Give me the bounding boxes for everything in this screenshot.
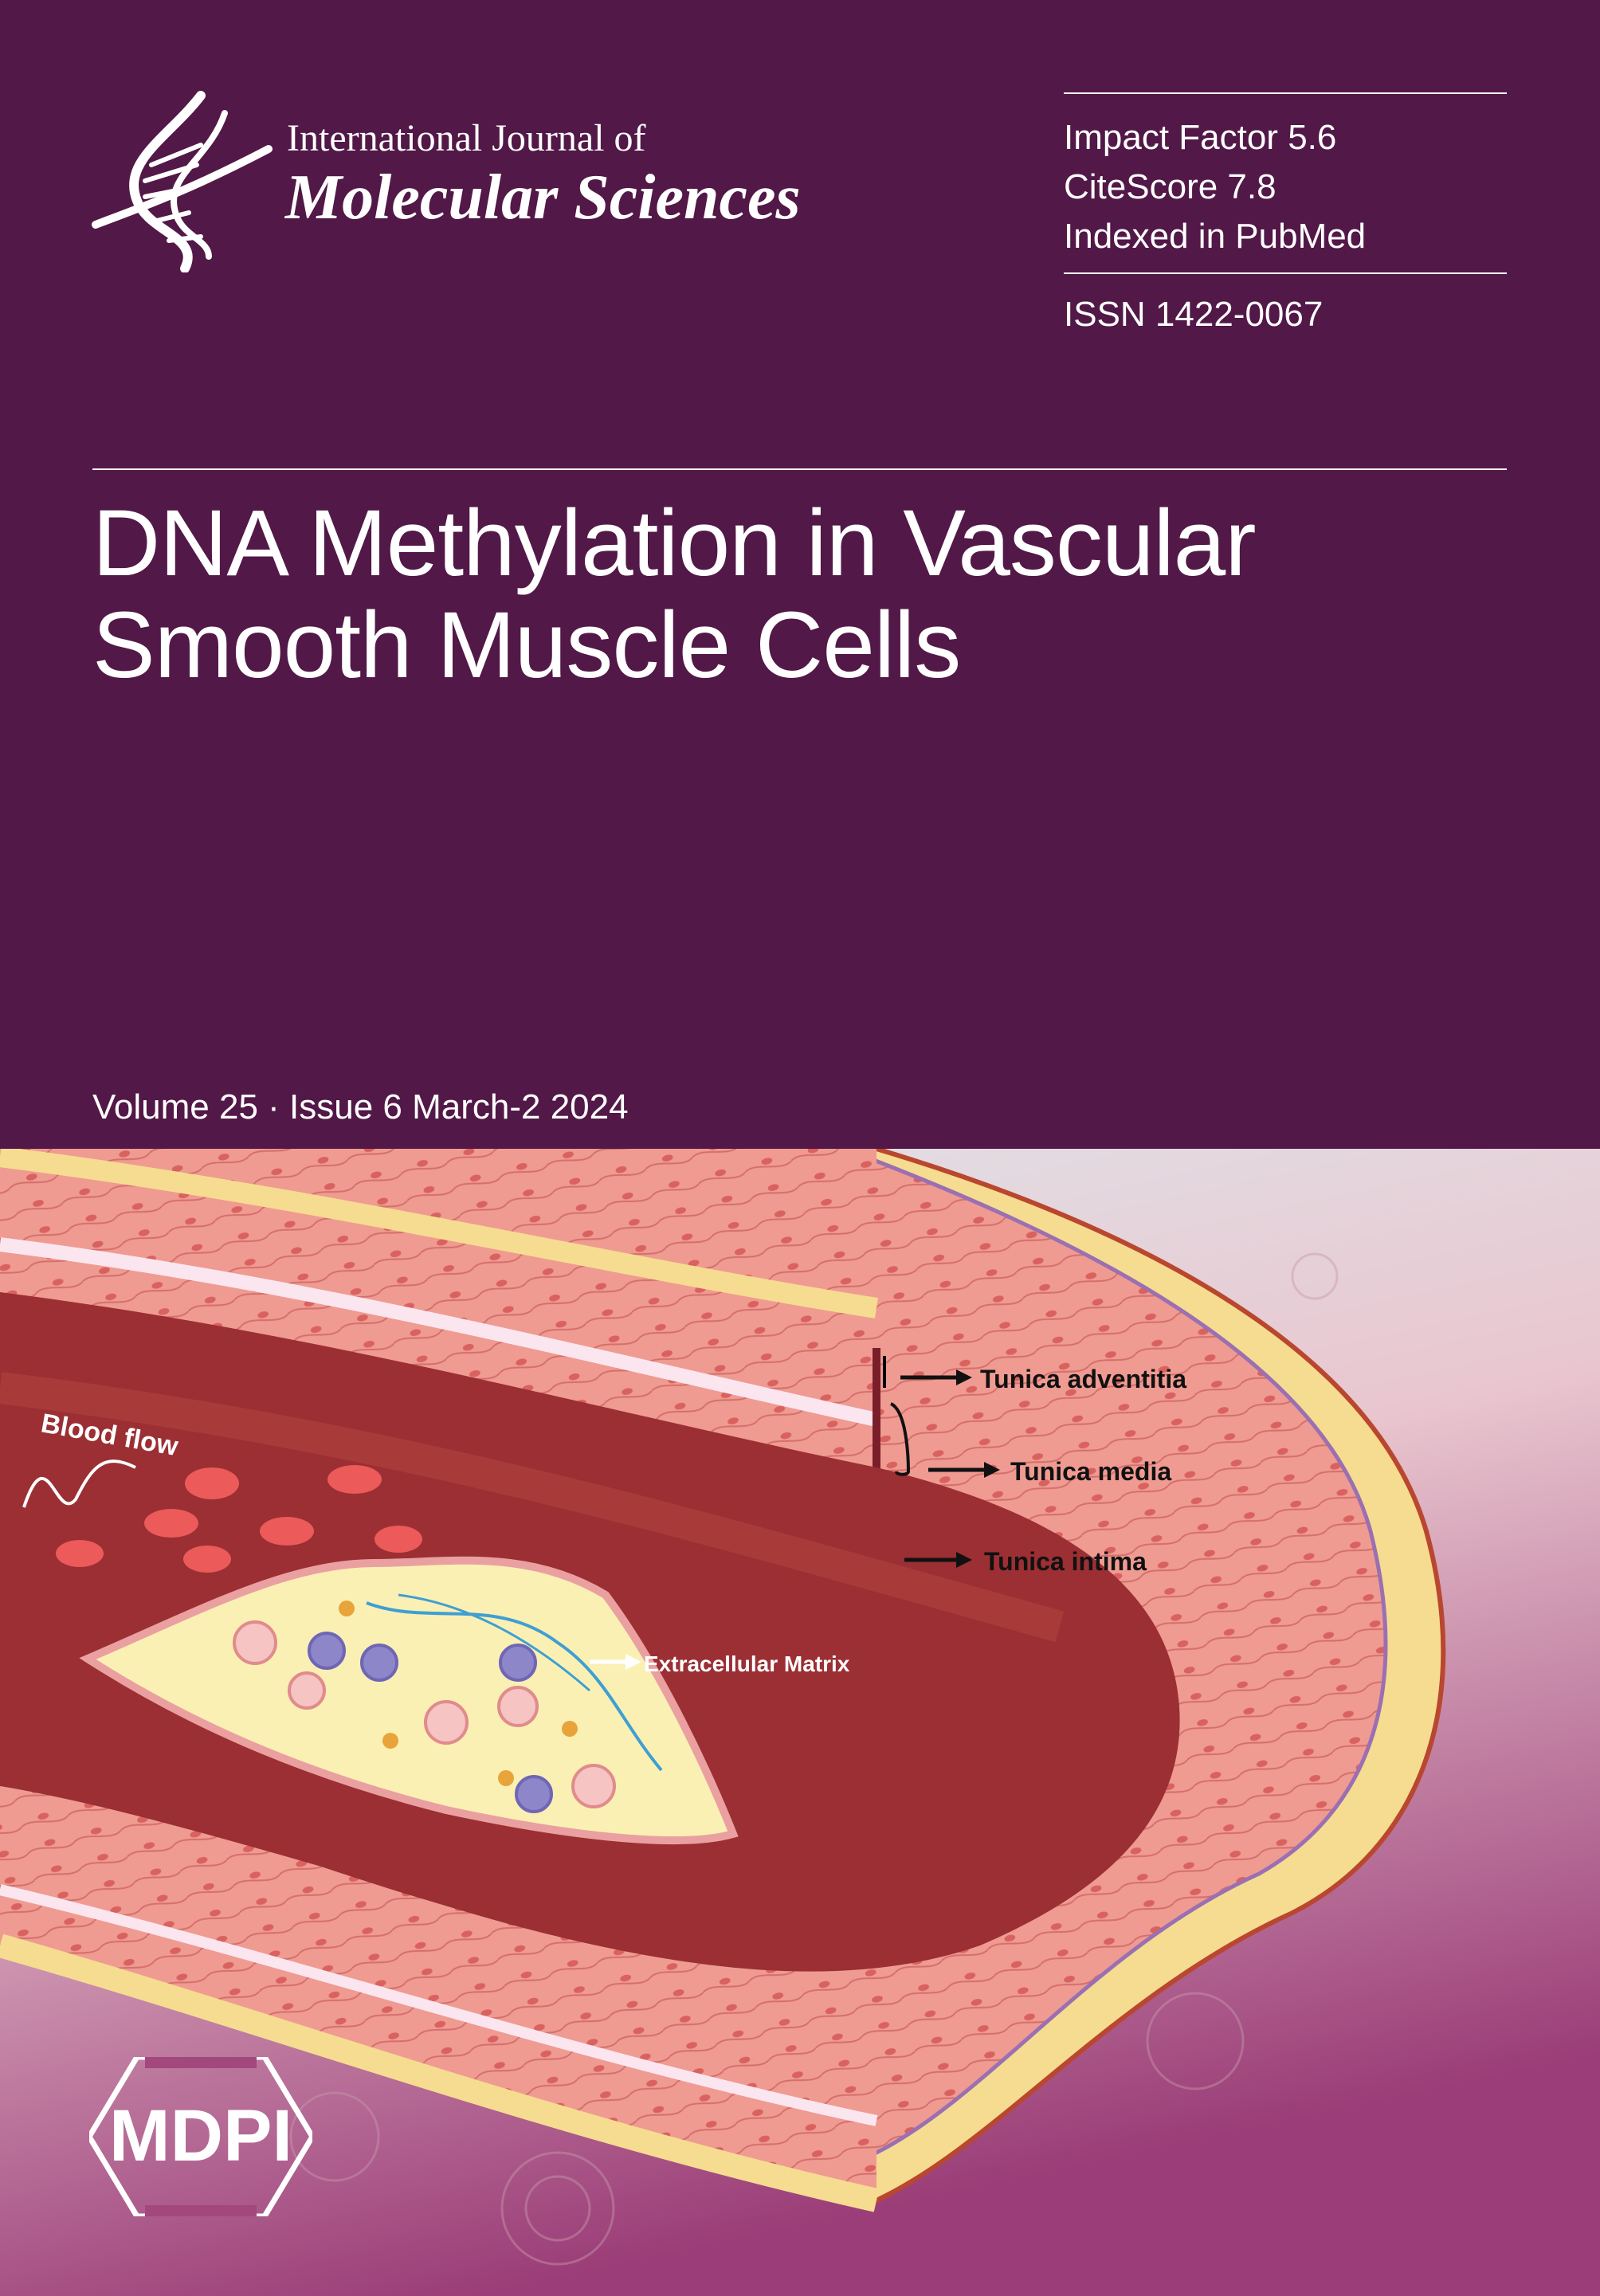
mdpi-logo: MDPI: [89, 2057, 312, 2216]
volume-issue: Volume 25 · Issue 6 March-2 2024: [92, 1087, 629, 1126]
upper-wall: [0, 1149, 876, 1467]
foam-cells: [233, 1601, 616, 1813]
article-title-line2: Smooth Muscle Cells: [92, 593, 961, 698]
dna-helix-icon: [92, 91, 273, 272]
journal-name-line2: Molecular Sciences: [285, 163, 801, 233]
lower-wall: [0, 1786, 876, 2200]
tunica-media-label: Tunica media: [1010, 1457, 1171, 1486]
red-blood-cells: [56, 1465, 422, 1573]
issn: ISSN 1422-0067: [1064, 295, 1324, 334]
journal-metrics: Impact Factor 5.6 CiteScore 7.8 Indexed …: [1064, 113, 1366, 261]
divider-title: [92, 468, 1507, 470]
indexed-in: Indexed in PubMed: [1064, 217, 1367, 256]
journal-name-line1: International Journal of: [287, 117, 646, 159]
tunica-adventitia-label: Tunica adventitia: [980, 1365, 1186, 1393]
impact-factor: Impact Factor 5.6: [1064, 118, 1337, 157]
divider-middle: [1064, 272, 1507, 274]
divider-top: [1064, 92, 1507, 94]
blood-flow-arrow: [22, 1459, 136, 1508]
tunica-intima-label: Tunica intima: [984, 1547, 1147, 1576]
citescore: CiteScore 7.8: [1064, 167, 1276, 206]
artery-illustration: Blood flow Tunica adventitia Tunica medi…: [0, 1149, 1600, 2296]
article-title-line1: DNA Methylation in Vascular: [92, 491, 1257, 596]
article-title: DNA Methylation in Vascular Smooth Muscl…: [92, 492, 1511, 696]
publisher-name: MDPI: [109, 2095, 292, 2176]
cover-header: International Journal of Molecular Scien…: [92, 91, 1511, 1126]
extracellular-matrix-label: Extracellular Matrix: [644, 1651, 850, 1676]
